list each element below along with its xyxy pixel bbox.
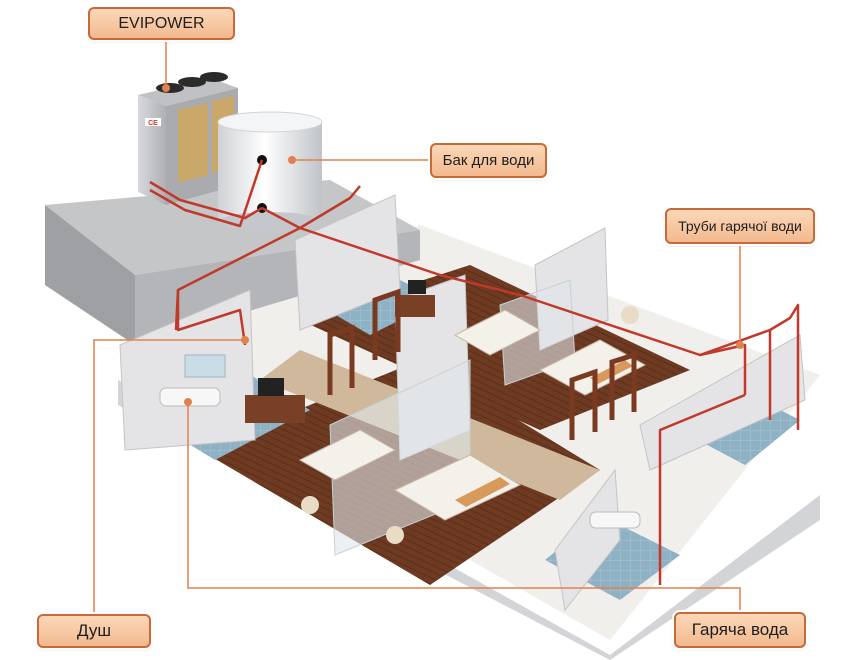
dot-hotwater	[184, 398, 192, 406]
hot-water-pipes-label-text: Труби гарячої води	[678, 218, 802, 234]
shower-label-text: Душ	[77, 621, 111, 641]
hot-water-label-text: Гаряча вода	[692, 620, 789, 640]
cabinet-1	[245, 395, 305, 423]
heat-pump-label: EVIPOWER	[88, 7, 235, 40]
hot-water-pipes-label: Труби гарячої води	[665, 208, 815, 244]
dot-evipower	[162, 84, 170, 92]
tv-1	[258, 378, 284, 396]
fan-3	[200, 72, 228, 82]
chair-3	[621, 306, 639, 324]
tank-top	[218, 112, 322, 132]
unit-logo: CE	[148, 120, 158, 127]
dot-shower	[241, 336, 249, 344]
water-tank-label-text: Бак для води	[443, 152, 535, 169]
dot-tank	[288, 156, 296, 164]
hot-water-label: Гаряча вода	[674, 612, 806, 648]
shower-label: Душ	[37, 614, 151, 648]
tv-2	[408, 280, 426, 294]
bathtub-2	[590, 512, 640, 528]
mirror-1	[185, 355, 225, 377]
heat-pump-label-text: EVIPOWER	[118, 15, 204, 33]
water-tank-label: Бак для води	[430, 143, 547, 178]
chair-1	[301, 496, 319, 514]
tank-body	[218, 122, 322, 222]
cabinet-2	[395, 295, 435, 317]
unit-coil-1	[178, 103, 208, 183]
dot-pipes	[736, 341, 744, 349]
chair-2	[386, 526, 404, 544]
